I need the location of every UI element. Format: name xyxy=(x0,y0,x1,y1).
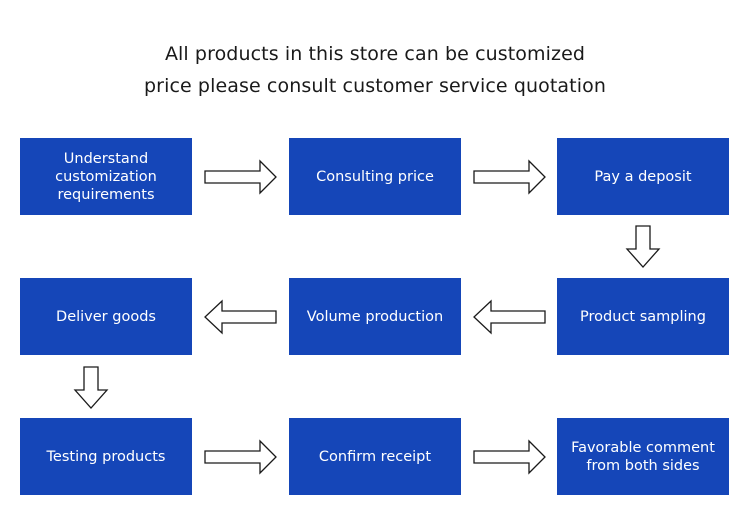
arrow-right-icon xyxy=(473,159,546,195)
step-consulting-price: Consulting price xyxy=(289,138,461,215)
step-volume-production: Volume production xyxy=(289,278,461,355)
heading-line-2: price please consult customer service qu… xyxy=(144,75,606,97)
step-understand-requirements: Understand customization requirements xyxy=(20,138,192,215)
step-confirm-receipt: Confirm receipt xyxy=(289,418,461,495)
arrow-left-icon xyxy=(204,299,277,335)
heading-line-1: All products in this store can be custom… xyxy=(164,43,586,65)
arrow-down-icon xyxy=(625,225,661,268)
step-deliver-goods: Deliver goods xyxy=(20,278,192,355)
step-favorable-comment: Favorable comment from both sides xyxy=(557,418,729,495)
arrow-right-icon xyxy=(473,439,546,475)
step-product-sampling: Product sampling xyxy=(557,278,729,355)
arrow-right-icon xyxy=(204,159,277,195)
arrow-left-icon xyxy=(473,299,546,335)
arrow-right-icon xyxy=(204,439,277,475)
arrow-down-icon xyxy=(73,366,109,409)
step-testing-products: Testing products xyxy=(20,418,192,495)
step-pay-deposit: Pay a deposit xyxy=(557,138,729,215)
